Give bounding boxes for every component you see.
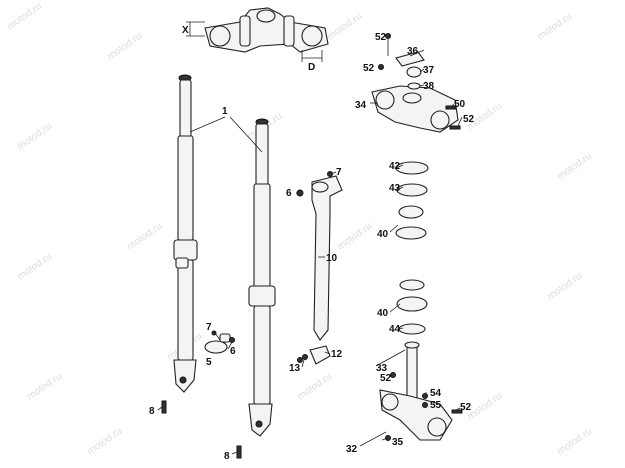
callout-43: 43 bbox=[389, 183, 401, 194]
callout-52: 52 bbox=[375, 32, 387, 43]
callout-35: 35 bbox=[392, 437, 404, 448]
brake-hose-clamp bbox=[204, 330, 235, 354]
brake-line-guide bbox=[296, 171, 343, 341]
callout-34: 34 bbox=[355, 100, 367, 111]
dimension-label-d: D bbox=[308, 62, 315, 73]
watermark: motod.ru bbox=[555, 151, 594, 183]
callout-7: 7 bbox=[206, 322, 212, 333]
watermark: motod.ru bbox=[335, 221, 374, 253]
watermark: motod.ru bbox=[465, 391, 504, 423]
callout-54: 54 bbox=[430, 388, 442, 399]
callout-50: 50 bbox=[454, 99, 466, 110]
callout-40: 40 bbox=[377, 308, 389, 319]
callout-6: 6 bbox=[286, 188, 292, 199]
watermark: motod.ru bbox=[15, 251, 54, 283]
watermark: motod.ru bbox=[125, 221, 164, 253]
callout-10: 10 bbox=[326, 253, 338, 264]
dimension-label-x: X bbox=[182, 25, 189, 36]
callout-13: 13 bbox=[289, 363, 301, 374]
callout-33: 33 bbox=[376, 363, 388, 374]
callout-52: 52 bbox=[380, 373, 392, 384]
fork-leg-right bbox=[248, 118, 276, 437]
watermark: motod.ru bbox=[555, 426, 594, 458]
watermark: motod.ru bbox=[535, 11, 574, 43]
callout-32: 32 bbox=[346, 444, 358, 455]
watermark: motod.ru bbox=[85, 426, 124, 458]
callout-8: 8 bbox=[149, 406, 155, 417]
watermark: motod.ru bbox=[295, 371, 334, 403]
callout-52: 52 bbox=[363, 63, 375, 74]
callout-labels: 1 5 6 6 7 7 8 8 10 12 13 32 33 34 35 36 … bbox=[149, 32, 475, 462]
callout-12: 12 bbox=[331, 349, 343, 360]
callout-52: 52 bbox=[460, 402, 472, 413]
axle-clamp-bolts bbox=[161, 400, 242, 459]
callout-8: 8 bbox=[224, 451, 230, 462]
watermark: motod.ru bbox=[15, 121, 54, 153]
watermark: motod.ru bbox=[105, 31, 144, 63]
callout-5: 5 bbox=[206, 357, 212, 368]
callout-40: 40 bbox=[377, 229, 389, 240]
callout-1: 1 bbox=[222, 106, 228, 117]
reflector-bracket bbox=[297, 345, 331, 365]
callout-52: 52 bbox=[463, 114, 475, 125]
callout-42: 42 bbox=[389, 161, 401, 172]
upper-triple-clamp bbox=[371, 33, 461, 133]
watermark: motod.ru bbox=[325, 11, 364, 43]
callout-44: 44 bbox=[389, 324, 401, 335]
triple-clamp-inset: X D bbox=[182, 7, 329, 73]
callout-36: 36 bbox=[407, 46, 419, 57]
watermark: motod.ru bbox=[5, 1, 44, 33]
callout-37: 37 bbox=[423, 65, 435, 76]
callout-38: 38 bbox=[423, 81, 435, 92]
fork-leg-left bbox=[173, 74, 198, 393]
watermark-layer: motod.ru motod.ru motod.ru motod.ru moto… bbox=[5, 1, 594, 458]
callout-55: 55 bbox=[430, 400, 442, 411]
leader-lines bbox=[157, 49, 463, 455]
watermark: motod.ru bbox=[545, 271, 584, 303]
watermark: motod.ru bbox=[25, 371, 64, 403]
callout-7: 7 bbox=[336, 167, 342, 178]
callout-6: 6 bbox=[230, 346, 236, 357]
